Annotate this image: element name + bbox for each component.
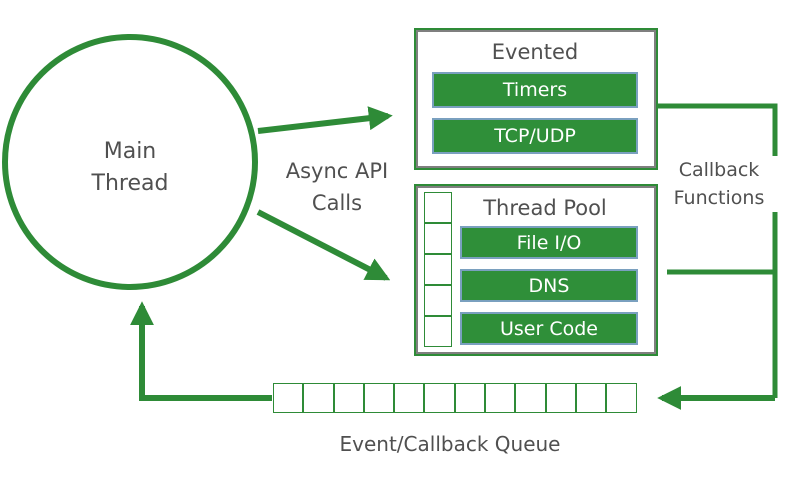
timers-bar: Timers [432,72,638,108]
user-code-bar: User Code [460,312,638,345]
thread-pool-title: Thread Pool [483,196,607,220]
evented-title: Evented [491,40,579,64]
event-queue [273,383,637,413]
main-thread-label: Main Thread [60,136,200,200]
evented-box [414,28,658,170]
dns-bar: DNS [460,269,638,302]
async-arrow-bottom [256,209,391,281]
thread-cell [424,223,452,254]
queue-to-main-arrow [130,301,272,401]
queue-cell [606,383,637,413]
queue-cell [273,383,304,413]
main-thread-label-line1: Main [103,139,157,164]
queue-cell [515,383,546,413]
tcp-udp-bar: TCP/UDP [432,118,638,154]
main-thread-label-line2: Thread [91,171,169,196]
queue-cell [454,383,486,413]
queue-cell [303,383,334,413]
thread-cell [424,285,452,316]
callback-label-line2: Functions [673,187,765,209]
queue-cell [424,383,455,413]
thread-cell [424,316,452,347]
queue-cell [545,383,576,413]
queue-cell [575,383,607,413]
async-api-calls-label: Async API Calls [262,155,412,219]
queue-cell [485,383,516,413]
queue-cell [333,383,364,413]
async-label-line2: Calls [311,191,363,215]
main-thread-circle [2,34,258,290]
callback-functions-label: Callback Functions [660,156,778,212]
callback-label-line1: Callback [678,159,760,181]
queue-cell [394,383,425,413]
event-queue-label: Event/Callback Queue [339,432,561,456]
thread-pool-box [414,184,658,356]
async-label-line1: Async API [285,159,389,183]
queue-cell [363,383,395,413]
thread-pool-cells [424,192,452,347]
async-arrow-top [257,106,393,134]
callback-line [657,103,778,398]
file-io-bar: File I/O [460,226,638,259]
thread-cell [424,192,452,223]
thread-cell [424,254,452,285]
